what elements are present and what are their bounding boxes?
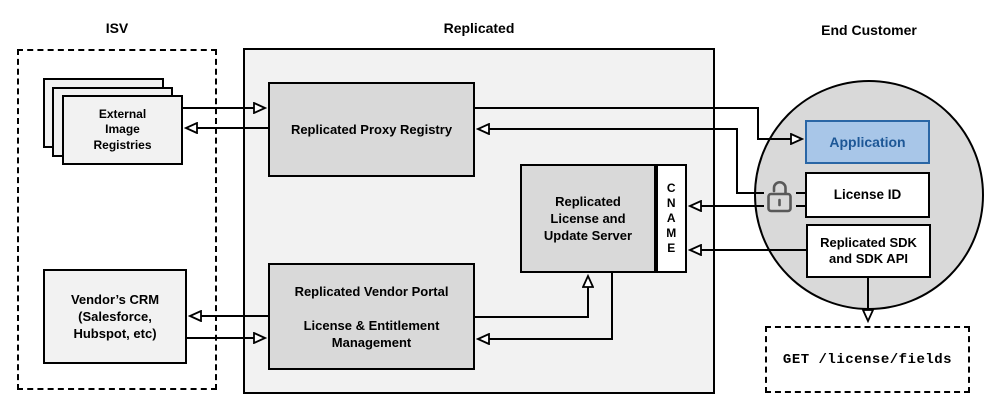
get-license-fields-box: GET /license/fields bbox=[765, 326, 970, 393]
cname-node: C N A M E bbox=[656, 164, 687, 273]
license-id-node: License ID bbox=[805, 172, 930, 218]
external-image-registries-node: External Image Registries bbox=[62, 95, 183, 165]
replicated-proxy-registry-node: Replicated Proxy Registry bbox=[268, 82, 475, 177]
application-node: Application bbox=[805, 120, 930, 164]
replicated-vendor-portal-node: Replicated Vendor Portal License & Entit… bbox=[268, 263, 475, 370]
replicated-section-label: Replicated bbox=[443, 20, 515, 36]
vendors-crm-node: Vendor’s CRM (Salesforce, Hubspot, etc) bbox=[43, 269, 187, 364]
isv-section-label: ISV bbox=[105, 20, 129, 36]
unlock-icon bbox=[764, 179, 796, 215]
replicated-license-update-server-node: Replicated License and Update Server bbox=[520, 164, 656, 273]
end-customer-section-label: End Customer bbox=[821, 22, 917, 38]
replicated-sdk-node: Replicated SDK and SDK API bbox=[806, 224, 931, 278]
